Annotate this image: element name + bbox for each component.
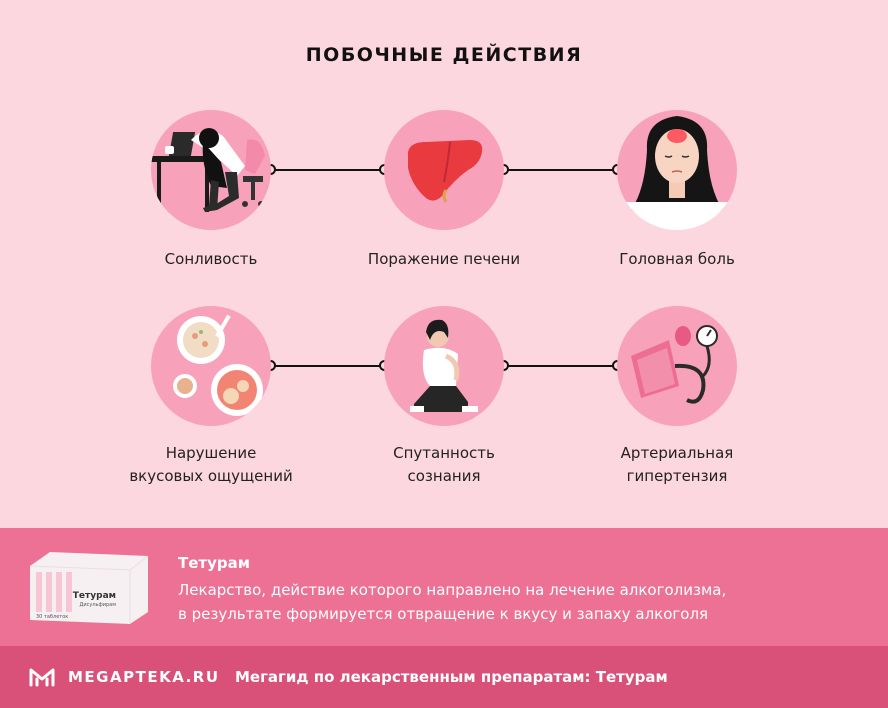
effect-label-line: сознания <box>407 467 481 485</box>
effect-label-drowsiness: Сонливость <box>164 250 258 268</box>
drug-description-line: Лекарство, действие которого направлено … <box>178 581 727 599</box>
connector-line <box>271 169 384 171</box>
megapteka-logo-icon <box>28 665 56 689</box>
drug-banner: Тетурам Дисульфирам 30 таблеток Тетурам … <box>0 528 888 646</box>
headache-woman-icon <box>617 110 737 230</box>
effect-label-line: Спутанность <box>393 444 495 462</box>
effect-label-line: вкусовых ощущений <box>129 467 293 485</box>
effect-label-hypertension: Артериальная гипертензия <box>567 442 787 488</box>
box-drug-name: Тетурам <box>73 591 116 601</box>
effect-label-line: Артериальная <box>620 444 734 462</box>
connector-line <box>504 365 617 367</box>
blood-pressure-monitor-icon <box>617 306 737 426</box>
drug-description: Лекарство, действие которого направлено … <box>178 578 818 626</box>
food-plates-icon <box>151 306 271 426</box>
effect-label-line: гипертензия <box>626 467 728 485</box>
liver-icon <box>384 110 504 230</box>
drug-name: Тетурам <box>178 554 250 572</box>
drug-description-line: в результате формируется отвращение к вк… <box>178 605 709 623</box>
effect-label-line: Нарушение <box>165 444 257 462</box>
footer-guide-text: Мегагид по лекарственным препаратам: Тет… <box>235 668 668 686</box>
connector-line <box>504 169 617 171</box>
page-title: ПОБОЧНЫЕ ДЕЙСТВИЯ <box>305 44 583 66</box>
box-count: 30 таблеток <box>36 614 68 620</box>
medicine-box-image: Тетурам Дисульфирам 30 таблеток <box>29 552 149 624</box>
effects-row-1: Сонливость Поражение печени Головная бол… <box>0 110 888 268</box>
effect-label-headache: Головная боль <box>619 250 735 268</box>
site-link[interactable]: MEGAPTEKA.RU <box>68 668 220 686</box>
confused-person-icon <box>384 306 504 426</box>
effect-label-taste-disorder: Нарушение вкусовых ощущений <box>101 442 321 488</box>
sleepy-person-icon <box>151 110 271 230</box>
connector-line <box>271 365 384 367</box>
box-drug-sub: Дисульфирам <box>79 602 116 608</box>
effect-label-confusion: Спутанность сознания <box>334 442 554 488</box>
effect-label-liver-damage: Поражение печени <box>367 250 521 268</box>
footer: MEGAPTEKA.RU Мегагид по лекарственным пр… <box>0 646 888 708</box>
effects-row-2: Нарушение вкусовых ощущений Спутанность … <box>0 306 888 485</box>
